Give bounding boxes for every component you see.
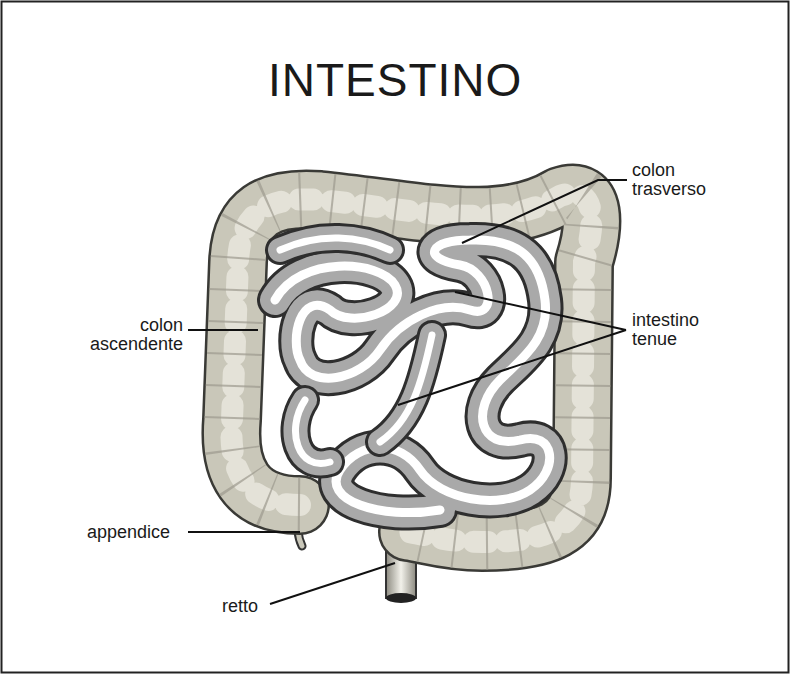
rectum-opening <box>386 593 416 603</box>
leader-lines <box>188 180 627 604</box>
part-label: appendice <box>87 523 170 542</box>
part-label: colon trasverso <box>632 161 706 199</box>
part-label: colon ascendente <box>90 316 183 354</box>
part-label: intestino tenue <box>632 311 699 349</box>
part-label: retto <box>222 597 258 616</box>
diagram-title: INTESTINO <box>268 54 522 106</box>
